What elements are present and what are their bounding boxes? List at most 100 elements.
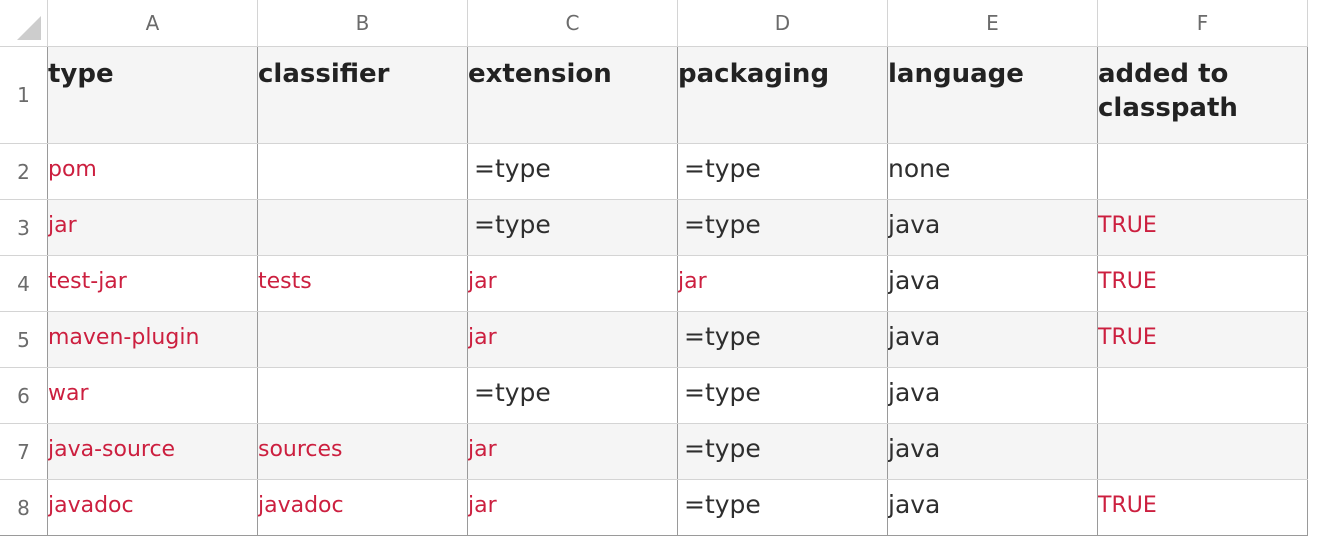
select-all-triangle-icon — [17, 16, 41, 40]
cell-d5[interactable]: =type — [677, 311, 888, 368]
cell-a4[interactable]: test-jar — [47, 255, 258, 312]
cell-d6[interactable]: =type — [677, 367, 888, 424]
cell-a2[interactable]: pom — [47, 143, 258, 200]
cell-value: java — [888, 490, 941, 519]
column-header-e[interactable]: E — [887, 0, 1098, 47]
cell-e3[interactable]: java — [887, 199, 1098, 256]
cell-d7[interactable]: =type — [677, 423, 888, 480]
cell-value: jar — [48, 213, 77, 238]
cell-value: jar — [468, 437, 497, 462]
row-header[interactable]: 1 — [0, 46, 48, 144]
cell-b5[interactable] — [257, 311, 468, 368]
cell-value: jar — [468, 325, 497, 350]
cell-value: =type — [684, 322, 761, 351]
select-all-corner[interactable] — [0, 0, 48, 47]
cell-f4[interactable]: TRUE — [1097, 255, 1308, 312]
cell-c2[interactable]: =type — [467, 143, 678, 200]
cell-value: jar — [468, 493, 497, 518]
column-header-a[interactable]: A — [47, 0, 258, 47]
cell-c1[interactable]: extension — [467, 46, 678, 144]
cell-value: javadoc — [258, 493, 344, 518]
column-header-row: A B C D E F — [0, 0, 1308, 47]
cell-c7[interactable]: jar — [467, 423, 678, 480]
cell-d4[interactable]: jar — [677, 255, 888, 312]
cell-value: =type — [474, 210, 551, 239]
cell-value: tests — [258, 269, 312, 294]
cell-a7[interactable]: java-source — [47, 423, 258, 480]
cell-b6[interactable] — [257, 367, 468, 424]
cell-value: jar — [678, 269, 707, 294]
cell-c3[interactable]: =type — [467, 199, 678, 256]
row-header[interactable]: 5 — [0, 311, 48, 368]
cell-value: java — [888, 210, 941, 239]
cell-value: TRUE — [1098, 269, 1157, 294]
cell-e4[interactable]: java — [887, 255, 1098, 312]
row-header[interactable]: 6 — [0, 367, 48, 424]
cell-a3[interactable]: jar — [47, 199, 258, 256]
cell-value: =type — [684, 434, 761, 463]
cell-f2[interactable] — [1097, 143, 1308, 200]
row-header[interactable]: 3 — [0, 199, 48, 256]
cell-e2[interactable]: none — [887, 143, 1098, 200]
cell-value: pom — [48, 157, 97, 182]
cell-e8[interactable]: java — [887, 479, 1098, 536]
cell-d2[interactable]: =type — [677, 143, 888, 200]
cell-value: =type — [684, 490, 761, 519]
cell-value: jar — [468, 269, 497, 294]
cell-b8[interactable]: javadoc — [257, 479, 468, 536]
cell-e6[interactable]: java — [887, 367, 1098, 424]
cell-c8[interactable]: jar — [467, 479, 678, 536]
cell-c5[interactable]: jar — [467, 311, 678, 368]
column-header-f[interactable]: F — [1097, 0, 1308, 47]
row-header[interactable]: 8 — [0, 479, 48, 536]
cell-a1[interactable]: type — [47, 46, 258, 144]
column-header-b[interactable]: B — [257, 0, 468, 47]
cell-value: war — [48, 381, 89, 406]
cell-a8[interactable]: javadoc — [47, 479, 258, 536]
cell-b4[interactable]: tests — [257, 255, 468, 312]
cell-value: sources — [258, 437, 343, 462]
cell-value: =type — [684, 154, 761, 183]
cell-e7[interactable]: java — [887, 423, 1098, 480]
cell-f1[interactable]: added to classpath — [1097, 46, 1308, 144]
row-header[interactable]: 7 — [0, 423, 48, 480]
cell-a5[interactable]: maven-plugin — [47, 311, 258, 368]
cell-b2[interactable] — [257, 143, 468, 200]
cell-value: java — [888, 266, 941, 295]
cell-c4[interactable]: jar — [467, 255, 678, 312]
cell-value: maven-plugin — [48, 325, 200, 350]
cell-value: test-jar — [48, 269, 127, 294]
cell-d8[interactable]: =type — [677, 479, 888, 536]
cell-value: =type — [684, 210, 761, 239]
cell-c6[interactable]: =type — [467, 367, 678, 424]
cell-d1[interactable]: packaging — [677, 46, 888, 144]
cell-value: javadoc — [48, 493, 134, 518]
cell-b1[interactable]: classifier — [257, 46, 468, 144]
cell-f6[interactable] — [1097, 367, 1308, 424]
cell-b7[interactable]: sources — [257, 423, 468, 480]
cell-value: =type — [684, 378, 761, 407]
row-header[interactable]: 2 — [0, 143, 48, 200]
cell-value: TRUE — [1098, 325, 1157, 350]
column-header-c[interactable]: C — [467, 0, 678, 47]
column-header-d[interactable]: D — [677, 0, 888, 47]
cell-a6[interactable]: war — [47, 367, 258, 424]
cell-value: java — [888, 378, 941, 407]
row-header[interactable]: 4 — [0, 255, 48, 312]
cell-b3[interactable] — [257, 199, 468, 256]
cell-e1[interactable]: language — [887, 46, 1098, 144]
cell-d3[interactable]: =type — [677, 199, 888, 256]
cell-e5[interactable]: java — [887, 311, 1098, 368]
cell-f7[interactable] — [1097, 423, 1308, 480]
cell-f5[interactable]: TRUE — [1097, 311, 1308, 368]
cell-f8[interactable]: TRUE — [1097, 479, 1308, 536]
cell-f3[interactable]: TRUE — [1097, 199, 1308, 256]
table-row-header: 1 type classifier extension packaging la… — [0, 46, 1308, 144]
